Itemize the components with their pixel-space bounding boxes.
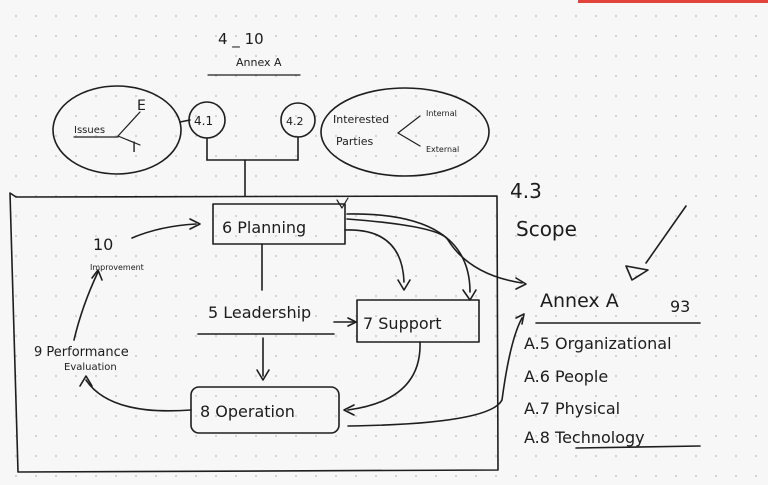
arrow-support-operation [347,341,421,411]
internal-label: Internal [426,109,457,118]
planning-box [212,203,346,245]
interested-parties-oval [320,87,490,177]
issues-i: I [132,140,136,156]
issues-brace-line [117,111,141,137]
scope-arrow-head [625,265,649,281]
arrowhead [347,317,357,327]
arrowhead [189,218,201,230]
issues-label: Issues [74,125,105,136]
leadership-label: 5 Leadership [208,303,311,322]
planning-tick [336,197,349,209]
arrow-annex-operation [347,317,523,427]
annex-ref: 93 [670,297,690,316]
support-label: 7 Support [363,314,442,333]
arrowhead [462,289,477,301]
clause-42: 4.2 [286,115,304,128]
interested-label: Interested [333,113,389,126]
arrowhead [256,369,270,381]
improvement-number: 10 [93,235,113,254]
header-subtitle: Annex A [236,56,282,69]
annex-item: A.5 Organizational [524,334,672,353]
annex-title: Annex A [540,290,619,312]
external-label: External [426,145,459,154]
improvement-label: Improvement [90,263,144,272]
arrowhead [515,277,527,290]
performance-label: 9 Performance [34,345,129,360]
arrowhead [79,375,93,387]
annex-item: A.8 Technology [524,428,645,447]
arrow-improvement-to-planning [131,223,197,239]
arrowhead [515,313,525,325]
arrow-operation-performance [85,379,192,412]
annex-item: A.7 Physical [524,399,620,418]
planning-label: 6 Planning [222,218,306,237]
scope-label: Scope [516,217,577,241]
scope-number: 4.3 [510,179,542,203]
arrow-planning-annex [346,218,523,284]
header-title: 4 _ 10 [218,30,264,49]
operation-label: 8 Operation [200,402,295,421]
annex-item: A.6 People [524,367,608,386]
parties-brace-line [397,132,421,147]
arrowhead [343,404,355,416]
scope-arrow-line [645,205,687,264]
arrow-annex-right [575,445,701,449]
framework-box [9,192,499,473]
arrow-planning-support-right [346,213,471,293]
issues-oval [52,85,182,175]
arrowhead [91,269,103,281]
arrowhead [397,279,411,291]
issues-brace-line [117,135,141,146]
arrow-performance-improvement [73,271,99,341]
window-accent-bar [578,0,768,3]
arrow-planning-support [344,229,405,283]
issues-e: E [137,98,146,114]
clause-41: 4.1 [194,114,213,128]
parties-brace-line [397,115,421,134]
parties-label: Parties [336,135,374,148]
support-box [356,299,480,343]
evaluation-label: Evaluation [64,362,117,373]
